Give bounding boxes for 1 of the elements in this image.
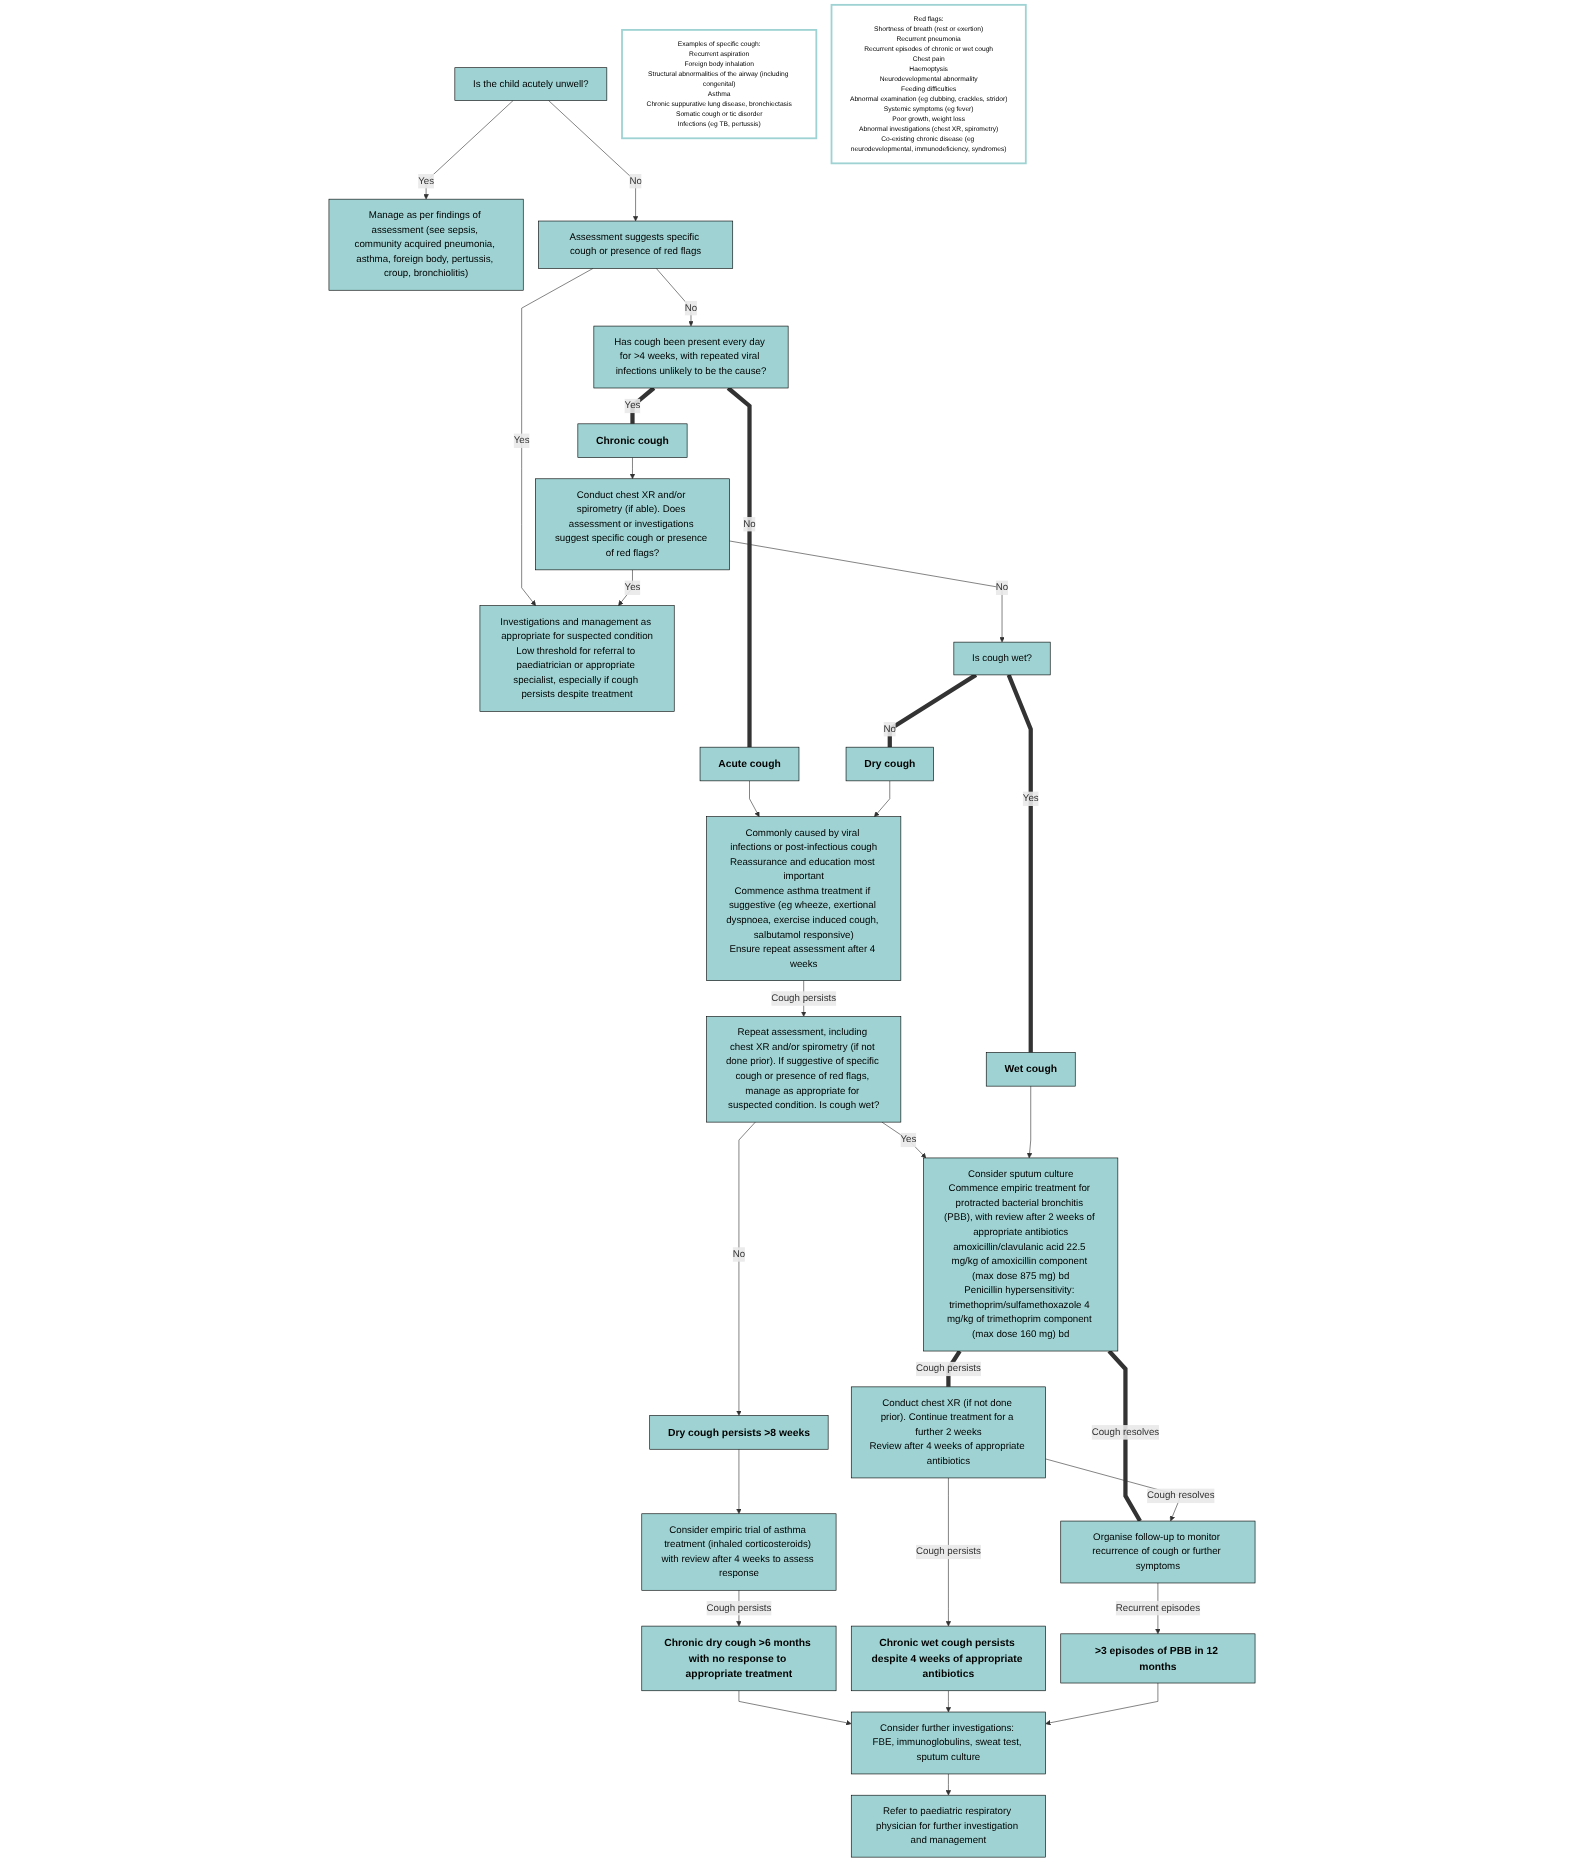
arrow <box>630 386 656 424</box>
